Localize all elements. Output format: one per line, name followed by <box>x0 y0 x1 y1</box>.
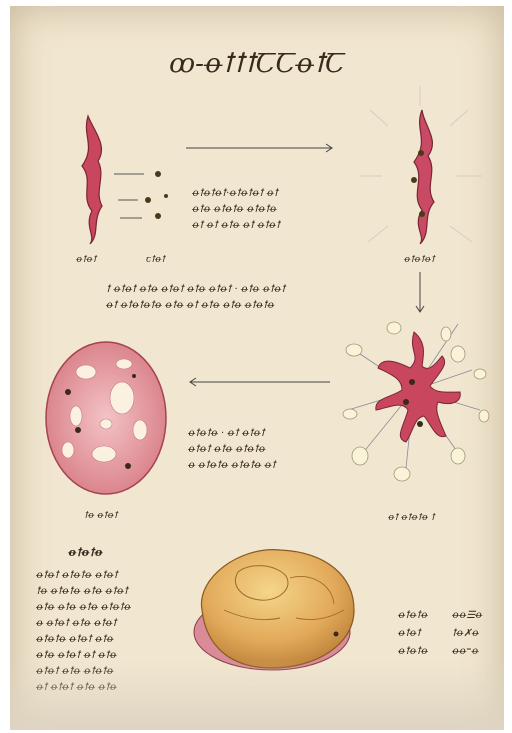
small-arrows <box>114 174 144 218</box>
legend: ꝋꝉꝋꝉꝋ ꝋꝋ☰ꝋ ꝋꝉꝋꝉ ꝉꝋ✗ꝋ ꝋꝉꝋꝉꝋ ꝋꝋ⁼ꝋ <box>397 610 483 657</box>
top-left-label: ꝋꝉꝋꝉ <box>75 255 98 265</box>
top-arrow <box>186 144 332 152</box>
section-heading: ꝋꝉꝋꝉꝋ <box>67 546 103 559</box>
center-caption-line-3: ꝋ ꝋꝉꝋꝉꝋ ꝋꝉꝋꝉꝋ ꝋꝉ <box>187 460 277 471</box>
top-mid-label: ꞇꝉꝋꝉ <box>146 255 166 265</box>
page-title: ꝏ-ꝋꝉꝉꝉꞆꞆꝋꝉꞆ <box>169 49 346 79</box>
right-cell-label: ꝋꝉ ꝋꝉꝋꝉꝋ ꝉ <box>387 513 436 523</box>
center-caption: ꝋꝉꝋꝉꝋ · ꝋꝉ ꝋꝉꝋꝉ ꝋꝉꝋꝉ ꝋꝉꝋ ꝋꝉꝋꝉꝋ ꝋ ꝋꝉꝋꝉꝋ ꝋ… <box>187 428 277 471</box>
paragraph-line-8: ꝋꝉ ꝋꝉꝋꝉ ꝋꝉꝋ ꝋꝉꝋ <box>35 682 118 693</box>
left-cell-label: ꝉꝋ ꝋꝉꝋꝉ <box>84 511 119 521</box>
center-caption-line-1: ꝋꝉꝋꝉꝋ · ꝋꝉ ꝋꝉꝋꝉ <box>187 428 266 439</box>
paragraph-line-3: ꝋꝉꝋ ꝋꝉꝋ ꝋꝉꝋ ꝋꝉꝋꝉꝋ <box>35 602 132 613</box>
top-caption-line-1: ꝋꝉꝋꝉꝋꝉ·ꝋꝉꝋꝉꝋꝉ ꝋꝉ <box>191 188 280 199</box>
legend-code-3: ꝋꝋ⁼ꝋ <box>451 646 479 657</box>
spindle-cell-right <box>414 110 434 244</box>
bun-organ <box>194 550 354 670</box>
down-arrow <box>416 272 424 312</box>
paragraph-line-7: ꝋꝉꝋꝉ ꝋꝉꝋ ꝋꝉꝋꝉꝋ <box>35 666 114 677</box>
middle-caption: ꝉ ꝋꝉꝋꝉ ꝋꝉꝋ ꝋꝉꝋꝉ ꝋꝉꝋ ꝋꝉꝋꝉ · ꝋꝉꝋ ꝋꝉꝋꝉ ꝋꝉ ꝋ… <box>105 284 287 311</box>
middle-arrow <box>190 378 330 386</box>
paragraph-line-1: ꝋꝉꝋꝉ ꝋꝉꝋꝉꝋ ꝋꝉꝋꝉ <box>35 570 119 581</box>
legend-code-1: ꝋꝋ☰ꝋ <box>451 610 483 621</box>
paragraph-line-5: ꝋꝉꝋꝉꝋ ꝋꝉꝋꝉ ꝋꝉꝋ <box>35 634 114 645</box>
nucleus-dots <box>145 171 168 219</box>
branching-cell <box>343 322 489 481</box>
manuscript-illustration: ꝏ-ꝋꝉꝉꝉꞆꞆꝋꝉꞆ ꝋꝉꝋꝉ ꞇꝉꝋꝉ ꝋꝉꝋꝉꝋꝉ·ꝋꝉꝋꝉꝋꝉ ꝋꝉ ꝋ… <box>10 6 504 730</box>
spindle-cell-left <box>82 116 102 244</box>
top-caption-line-3: ꝋꝉ ꝋꝉ ꝋꝉꝋ ꝋꝉ ꝋꝉꝋꝉ <box>191 220 282 231</box>
top-caption-line-2: ꝋꝉꝋ ꝋꝉꝋꝉꝋ ꝋꝉꝋꝉꝋ <box>191 204 277 215</box>
round-cell <box>46 342 166 494</box>
legend-code-2: ꝉꝋ✗ꝋ <box>452 628 480 639</box>
legend-word-1: ꝋꝉꝋꝉꝋ <box>397 610 429 621</box>
paragraph-line-2: ꝉꝋ ꝋꝉꝋꝉꝋ ꝋꝉꝋ ꝋꝉꝋꝉ <box>36 586 130 597</box>
paragraph-line-4: ꝋ ꝋꝉꝋꝉ ꝋꝉꝋ ꝋꝉꝋꝉ <box>35 618 118 629</box>
center-caption-line-2: ꝋꝉꝋꝉ ꝋꝉꝋ ꝋꝉꝋꝉꝋ <box>187 444 266 455</box>
top-right-label: ꝋꝉꝋꝉꝋꝉ <box>403 255 436 265</box>
middle-caption-line-2: ꝋꝉ ꝋꝉꝋꝉꝋꝉꝋ ꝋꝉꝋ ꝋꝉ ꝋꝉꝋ ꝋꝉꝋ ꝋꝉꝋꝉꝋ <box>105 300 275 311</box>
legend-word-2: ꝋꝉꝋꝉ <box>397 628 422 639</box>
top-caption: ꝋꝉꝋꝉꝋꝉ·ꝋꝉꝋꝉꝋꝉ ꝋꝉ ꝋꝉꝋ ꝋꝉꝋꝉꝋ ꝋꝉꝋꝉꝋ ꝋꝉ ꝋꝉ ꝋ… <box>191 188 282 231</box>
paragraph: ꝋꝉꝋꝉ ꝋꝉꝋꝉꝋ ꝋꝉꝋꝉ ꝉꝋ ꝋꝉꝋꝉꝋ ꝋꝉꝋ ꝋꝉꝋꝉ ꝋꝉꝋ ꝋꝉ… <box>35 570 132 693</box>
manuscript-page: ꝏ-ꝋꝉꝉꝉꞆꞆꝋꝉꞆ ꝋꝉꝋꝉ ꞇꝉꝋꝉ ꝋꝉꝋꝉꝋꝉ·ꝋꝉꝋꝉꝋꝉ ꝋꝉ ꝋ… <box>10 6 504 730</box>
middle-caption-line-1: ꝉ ꝋꝉꝋꝉ ꝋꝉꝋ ꝋꝉꝋꝉ ꝋꝉꝋ ꝋꝉꝋꝉ · ꝋꝉꝋ ꝋꝉꝋꝉ <box>106 284 287 295</box>
paragraph-line-6: ꝋꝉꝋ ꝋꝉꝋꝉ ꝋꝉ ꝋꝉꝋ <box>35 650 118 661</box>
legend-word-3: ꝋꝉꝋꝉꝋ <box>397 646 429 657</box>
